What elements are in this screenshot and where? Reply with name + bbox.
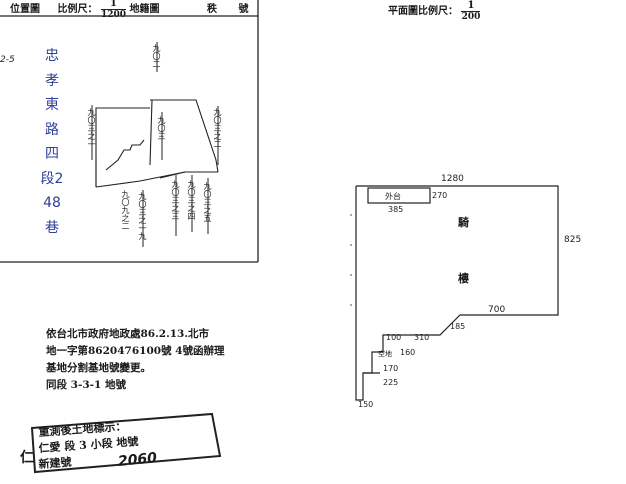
right-scale-numerator: 1	[461, 0, 481, 12]
notch-dim: 270	[432, 191, 448, 200]
cadastral-label: 地籍圖	[129, 4, 160, 15]
edge-mark: 2-5	[0, 55, 15, 65]
lot-label: 九〇三之一九	[138, 192, 147, 240]
street-char: 孝	[45, 72, 59, 89]
header-right: 平面圖比例尺： 1 200	[388, 0, 481, 23]
side-char: 仁	[20, 450, 34, 466]
subdivision-note: 依台北市政府地政處86.2.13.北市 地一字第8620476100號 4號函辦…	[46, 326, 225, 394]
right-scale-fraction: 1 200	[461, 0, 481, 23]
scale-label: 比例尺：	[57, 4, 98, 15]
sheet-label: 秩	[207, 4, 217, 15]
lot-label: 九〇三之四	[187, 180, 196, 220]
lot-label: 九〇九之二	[121, 190, 130, 230]
street-char: 四	[45, 146, 59, 162]
lot-label: 九〇三	[157, 116, 166, 140]
left-scale-fraction: 1 1200	[100, 0, 127, 21]
street-char: 忠	[45, 48, 59, 64]
left-scale-numerator: 1	[100, 0, 127, 10]
note-line: 依台北市政府地政處86.2.13.北市	[46, 328, 209, 340]
street-char: 路	[45, 121, 59, 138]
left-scale-denominator: 1200	[100, 10, 127, 20]
small-dim: 160	[400, 348, 416, 357]
top-dimension: 1280	[441, 174, 464, 184]
location-map-label: 位置圖	[10, 4, 40, 15]
street-char: 段2	[40, 170, 64, 187]
right-scale-denominator: 200	[461, 12, 481, 22]
lot-label: 九〇三之二	[213, 108, 222, 148]
lot-label: 九〇二	[152, 44, 161, 68]
stamp-line: 新建號	[38, 455, 72, 471]
header-left: 位置圖 比例尺： 1 1200 地籍圖 秩 號	[10, 0, 248, 21]
note-line: 同段 3-3-1 地號	[46, 379, 126, 391]
street-char: 東	[45, 97, 59, 113]
small-dim: 310	[414, 333, 430, 342]
small-dim: 100	[386, 333, 402, 342]
small-dim: 170	[383, 364, 399, 373]
notch-label: 外台	[385, 192, 401, 201]
step-dimension: 700	[488, 305, 506, 315]
street-name: 忠 孝 東 路 四 段2 48 巷	[34, 44, 70, 240]
small-dim: 185	[450, 322, 466, 331]
street-char: 巷	[45, 219, 59, 236]
corner-label: 空地	[378, 350, 392, 358]
notch-dim: 385	[388, 205, 404, 214]
note-line: 基地分割基地號變更。	[46, 362, 151, 374]
small-dim: 225	[383, 378, 399, 387]
small-dim: 150	[358, 400, 374, 409]
lot-label: 九〇三之一	[87, 108, 96, 148]
street-char: 48	[43, 195, 61, 211]
center-label: 樓	[458, 272, 469, 285]
right-dimension: 825	[564, 235, 582, 245]
center-label: 騎	[458, 216, 469, 229]
number-label: 號	[238, 4, 249, 15]
lot-label: 九〇三之五	[203, 182, 212, 222]
lot-label: 九〇三之三	[171, 180, 180, 220]
plan-scale-label: 平面圖比例尺：	[388, 6, 458, 17]
note-line: 地一字第8620476100號 4號函辦理	[46, 345, 225, 357]
